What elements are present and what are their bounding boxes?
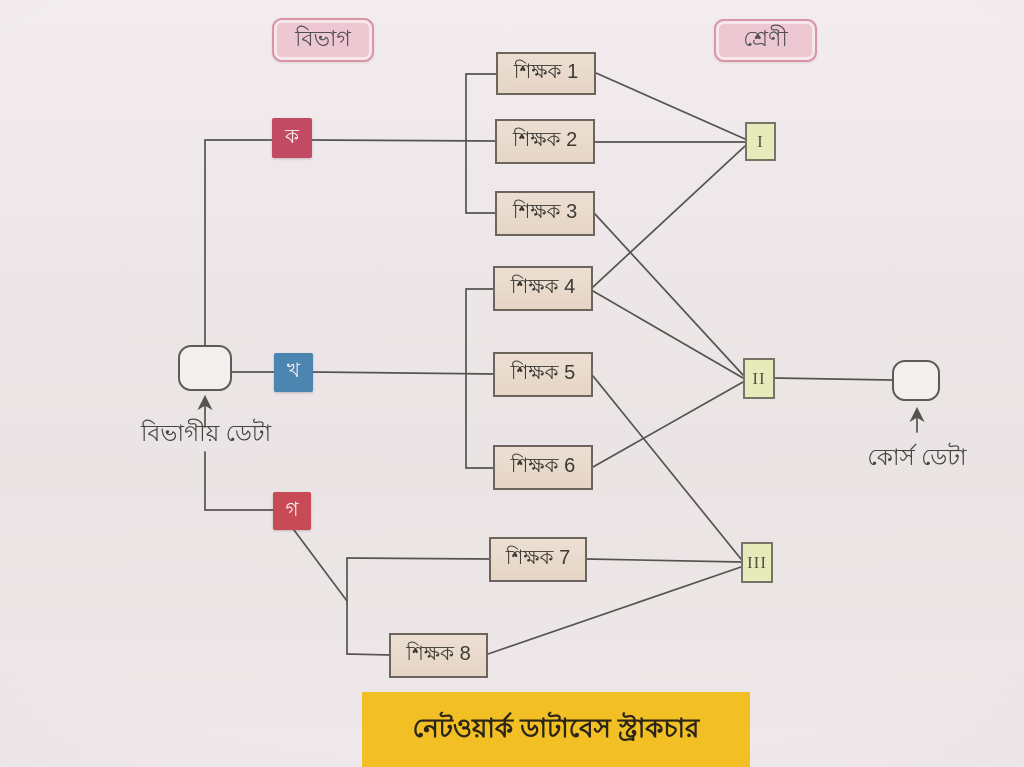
teacher-5-box: শিক্ষক 5	[493, 352, 593, 397]
teacher-6-label: শিক্ষক 6	[510, 455, 576, 477]
edge-teacher4-to-class2	[592, 290, 744, 379]
column-header-department-label: বিভাগ	[295, 25, 351, 51]
teacher-5-label: শিক্ষক 5	[510, 362, 576, 384]
class-2-box: II	[743, 358, 775, 399]
edge-teacher3-to-class2	[594, 213, 744, 376]
edge-ka-to-teacher2	[311, 139, 496, 142]
class-1-box: I	[745, 122, 776, 161]
edge-teacher8-to-class3	[487, 566, 742, 655]
department-node-ga: গ	[273, 492, 311, 530]
teacher-2-box: শিক্ষক 2	[495, 119, 595, 164]
edge-teacher7-to-class3	[586, 558, 742, 563]
department-node-ka: ক	[272, 118, 312, 158]
edge-teacher4-to-class1	[592, 145, 746, 288]
teacher-7-label: শিক্ষক 7	[505, 547, 571, 569]
teacher-4-label: শিক্ষক 4	[510, 276, 576, 298]
teacher-7-box: শিক্ষক 7	[489, 537, 587, 582]
teacher-6-box: শিক্ষক 6	[493, 445, 593, 490]
teacher-8-box: শিক্ষক 8	[389, 633, 488, 678]
edge-ga-diagonal	[293, 529, 348, 602]
teacher-3-label: শিক্ষক 3	[512, 201, 578, 223]
edge-teacher1-to-class1	[595, 72, 746, 140]
department-data-node	[178, 345, 232, 391]
edge-source-to-ka	[204, 139, 273, 349]
column-header-department: বিভাগ	[272, 18, 374, 62]
department-node-ka-label: ক	[285, 125, 299, 148]
edge-teacher5-to-class3	[592, 375, 742, 560]
class-1-label: I	[757, 131, 764, 151]
edge-teacher6-to-class2	[592, 381, 744, 468]
teacher-2-label: শিক্ষক 2	[512, 129, 578, 151]
department-data-label-text: বিভাগীয় ডেটা	[140, 419, 272, 446]
edge-label-to-ga	[204, 451, 274, 511]
class-3-box: III	[741, 542, 773, 583]
department-node-kha: খ	[274, 353, 313, 392]
department-data-label: বিভাগীয় ডেটা	[126, 419, 286, 449]
caption-text: নেটওয়ার্ক ডাটাবেস স্ট্রাকচার	[412, 712, 700, 743]
course-data-label: কোর্স ডেটা	[842, 443, 992, 473]
teacher-1-label: শিক্ষক 1	[513, 61, 579, 83]
teacher-8-label: শিক্ষক 8	[406, 643, 471, 665]
teacher-1-box: শিক্ষক 1	[496, 52, 596, 95]
edge-ga-to-teacher8	[346, 653, 390, 656]
class-2-label: II	[752, 368, 766, 388]
course-data-node	[892, 360, 940, 401]
caption-banner: নেটওয়ার্ক ডাটাবেস স্ট্রাকচার	[362, 692, 750, 767]
teacher-4-box: শিক্ষক 4	[493, 266, 593, 311]
course-data-label-text: কোর্স ডেটা	[867, 443, 967, 470]
department-node-kha-label: খ	[286, 360, 301, 382]
edge-kha-to-teacher5	[312, 371, 494, 375]
department-node-ga-label: গ	[285, 498, 299, 521]
column-header-class: শ্রেণী	[714, 19, 817, 62]
column-header-class-label: শ্রেণী	[743, 26, 788, 51]
edge-ga-to-teacher7	[346, 557, 490, 560]
teacher-3-box: শিক্ষক 3	[495, 191, 595, 236]
edge-class2-to-sink	[774, 377, 893, 381]
class-3-label: III	[747, 552, 767, 572]
